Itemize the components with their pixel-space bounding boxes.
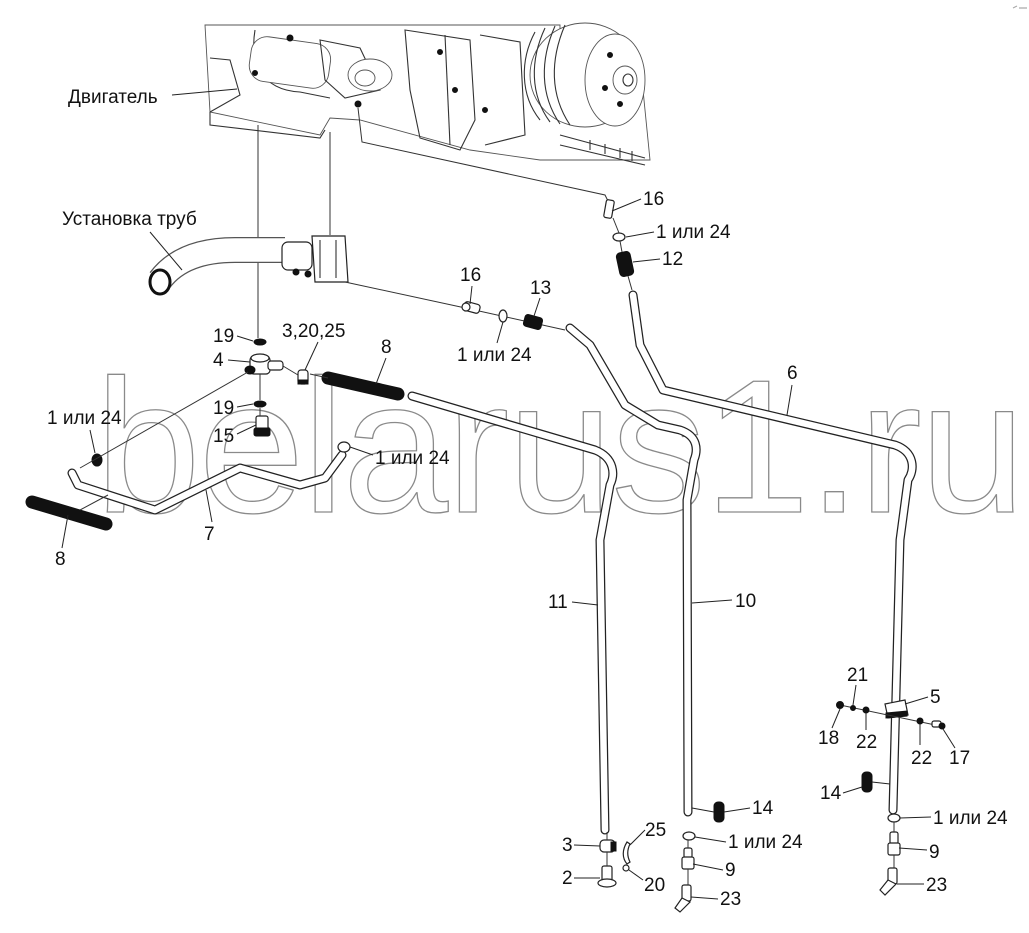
label-14-mid: 14 xyxy=(752,798,774,819)
part-19-washer-bottom xyxy=(253,400,267,408)
label-8-bottom: 8 xyxy=(55,549,66,570)
part-16-union xyxy=(461,301,481,314)
part-washer xyxy=(498,309,508,323)
label-1or24-b10: 1 или 24 xyxy=(728,832,803,853)
label-14-right: 14 xyxy=(820,783,842,804)
tube-7 xyxy=(67,450,347,515)
label-9-b6: 9 xyxy=(929,842,940,863)
label-8-top: 8 xyxy=(381,337,392,358)
part-washer-b10 xyxy=(682,831,696,841)
label-23-b6: 23 xyxy=(926,875,947,896)
part-20-ring xyxy=(622,864,630,872)
part-16-top xyxy=(603,199,615,219)
label-7: 7 xyxy=(204,524,215,545)
label-1or24-mid: 1 или 24 xyxy=(457,345,532,366)
part-15-bolt xyxy=(253,415,271,437)
label-20: 20 xyxy=(644,875,665,896)
label-23-b10: 23 xyxy=(720,889,741,910)
part-8-hose-bottom xyxy=(25,495,113,531)
part-washer-top xyxy=(612,232,626,242)
label-11: 11 xyxy=(548,592,568,613)
part-3-nut xyxy=(599,839,617,853)
watermark: belarus1.ru xyxy=(95,341,1024,553)
label-15: 15 xyxy=(213,426,234,447)
label-19-top: 19 xyxy=(213,326,234,347)
label-19-bottom: 19 xyxy=(213,398,234,419)
part-8-hose-top xyxy=(321,371,405,401)
part-washer-b6 xyxy=(887,813,901,823)
label-18: 18 xyxy=(818,728,839,749)
tube-10 xyxy=(565,323,701,817)
label-6: 6 xyxy=(787,363,798,384)
label-5: 5 xyxy=(930,687,941,708)
label-17: 17 xyxy=(949,748,970,769)
label-1or24-center: 1 или 24 xyxy=(375,448,450,469)
part-23-elbow-b10 xyxy=(674,884,692,913)
corner-mark xyxy=(1012,5,1027,9)
label-1or24-b6: 1 или 24 xyxy=(933,808,1008,829)
pulley xyxy=(523,22,646,128)
label-pipe-installation: Установка труб xyxy=(62,209,197,230)
part-23-elbow-b6 xyxy=(879,867,898,896)
label-16-top: 16 xyxy=(643,189,664,210)
part-17-nut xyxy=(931,720,946,730)
label-3-20-25: 3,20,25 xyxy=(282,321,345,342)
part-5-bracket xyxy=(884,699,909,719)
part-12-hose xyxy=(615,251,635,277)
label-1or24-left: 1 или 24 xyxy=(47,408,122,429)
label-9-b10: 9 xyxy=(725,860,736,881)
engine-drawing xyxy=(204,22,651,166)
part-2-fitting xyxy=(597,865,617,888)
label-4: 4 xyxy=(213,350,224,371)
part-25-clip xyxy=(622,841,631,865)
label-3-bottom: 3 xyxy=(562,835,573,856)
part-18-bolt xyxy=(836,701,844,709)
label-25: 25 xyxy=(645,820,666,841)
label-2: 2 xyxy=(562,868,573,889)
label-16-mid: 16 xyxy=(460,265,481,286)
part-3-20-25-clamp xyxy=(297,369,309,385)
part-washer-center xyxy=(337,441,351,453)
label-1or24-top: 1 или 24 xyxy=(656,222,731,243)
part-14-hose-right xyxy=(861,771,873,793)
label-12: 12 xyxy=(662,249,683,270)
label-13: 13 xyxy=(530,278,551,299)
label-21: 21 xyxy=(847,665,868,686)
pipe-installation xyxy=(148,235,349,296)
part-9-union-b10 xyxy=(681,847,695,870)
tube-11 xyxy=(407,391,618,835)
label-engine: Двигатель xyxy=(68,87,158,108)
part-14-hose-mid xyxy=(713,801,725,823)
part-21-washer xyxy=(850,705,856,711)
part-9-union-b6 xyxy=(887,831,901,856)
label-22-left: 22 xyxy=(856,732,877,753)
part-22-washer-right xyxy=(916,717,924,725)
part-22-washer-left xyxy=(862,706,870,714)
part-4-tee xyxy=(244,353,284,375)
label-10: 10 xyxy=(735,591,756,612)
tube-6 xyxy=(628,290,917,815)
part-13-hose xyxy=(522,314,544,330)
part-19-washer-top xyxy=(253,338,267,346)
label-22-right: 22 xyxy=(911,748,932,769)
